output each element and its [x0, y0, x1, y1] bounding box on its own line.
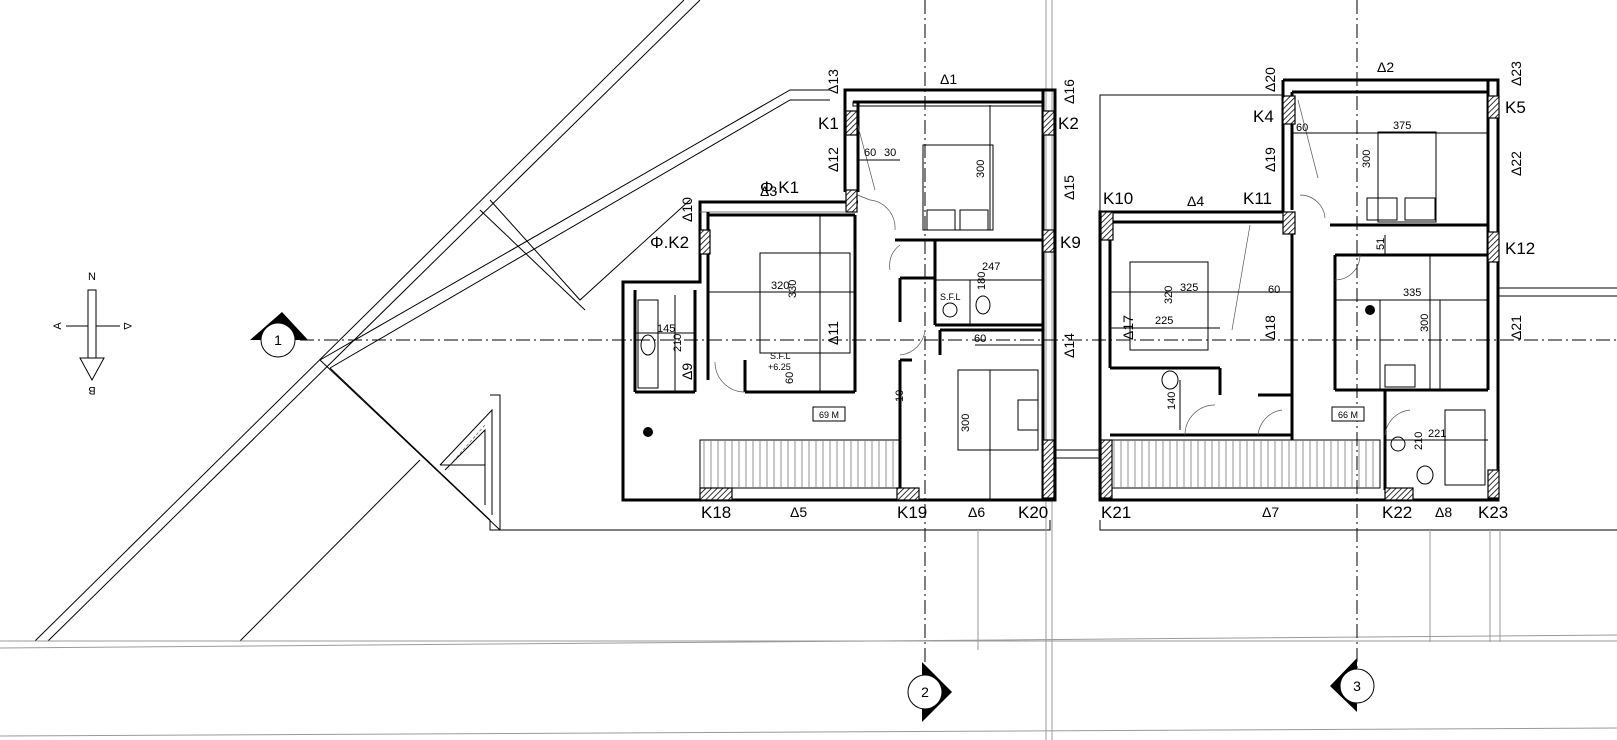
- wall-label-d13: Δ13: [825, 69, 841, 94]
- area-tag-right: 66 M: [1338, 410, 1358, 420]
- area-tag-left: 69 M: [819, 410, 839, 420]
- column-label-k2: K2: [1058, 114, 1079, 133]
- column-label-k10: K10: [1103, 189, 1133, 208]
- wall-label-d16: Δ16: [1061, 79, 1077, 104]
- dimension-text: 60: [784, 372, 796, 384]
- furniture: [637, 99, 1486, 486]
- wall-label-d8: Δ8: [1435, 504, 1452, 520]
- column-label-k4: K4: [1253, 107, 1274, 126]
- wall-label-d5: Δ5: [790, 504, 807, 520]
- dimension-text: 247: [982, 261, 1000, 273]
- wall-label-d4: Δ4: [1187, 193, 1204, 209]
- wall-label-d3: Δ3: [760, 183, 777, 199]
- wall-labels-horizontal: Δ1 Δ2 Δ3 Δ4 Δ5 Δ6 Δ7 Δ8: [760, 59, 1452, 520]
- wall-label-d19: Δ19: [1262, 147, 1278, 172]
- compass-north-label: N: [88, 271, 96, 283]
- wall-label-d22: Δ22: [1508, 151, 1524, 176]
- wall-label-d17: Δ17: [1120, 315, 1136, 340]
- dimension-text: 300: [1361, 150, 1373, 168]
- column-label-k9: K9: [1060, 233, 1081, 252]
- left-unit-walls: [621, 88, 1057, 502]
- dimension-text: 335: [1403, 287, 1421, 299]
- column-label-k5: K5: [1505, 98, 1526, 117]
- dimension-text: 145: [657, 323, 675, 335]
- dimension-text: 60: [864, 147, 876, 159]
- wall-label-d20: Δ20: [1262, 67, 1278, 92]
- column-label-k11: K11: [1243, 189, 1272, 208]
- compass-west-label: A: [52, 322, 64, 330]
- dimension-text: 51: [1375, 238, 1387, 250]
- slab-notes: S.F.L +6.25 S.F.L: [768, 292, 961, 372]
- dimension-text: 10: [894, 390, 906, 402]
- wall-label-d21: Δ21: [1508, 315, 1524, 340]
- dimension-text: 140: [1166, 392, 1178, 410]
- dimension-text: 180: [976, 272, 988, 290]
- wall-label-d7: Δ7: [1262, 504, 1279, 520]
- dimension-text: 330: [787, 280, 799, 298]
- compass-east-label: Δ: [121, 322, 133, 330]
- grid-bubble-3: 3: [1330, 658, 1375, 712]
- column-label-k23: K23: [1478, 503, 1508, 522]
- grid-bubble-1: 1: [250, 312, 308, 358]
- grid-axes: [300, 0, 1617, 690]
- dimension-text: 320: [1163, 286, 1175, 304]
- grid-bubble-2-label: 2: [921, 684, 929, 700]
- dimension-text: 375: [1393, 120, 1411, 132]
- dimension-text: 225: [1155, 315, 1173, 327]
- wall-label-d1: Δ1: [940, 71, 957, 87]
- compass-icon: N Δ A B: [52, 271, 133, 396]
- column-label-k1: K1: [818, 114, 839, 133]
- grid-bubble-3-label: 3: [1353, 678, 1361, 694]
- wall-label-d12: Δ12: [825, 147, 841, 172]
- dimension-text: 60: [974, 333, 986, 345]
- dimension-text: 300: [960, 414, 972, 432]
- column-label-k22: K22: [1382, 503, 1412, 522]
- flue-label-fk2: Φ.K2: [650, 233, 689, 252]
- grid-bubble-1-label: 1: [274, 332, 282, 348]
- column-label-k20: K20: [1018, 503, 1048, 522]
- dimension-lines: [635, 105, 1488, 500]
- dimension-text: 300: [975, 160, 987, 178]
- flue-label-fk1: Φ.K1: [760, 178, 799, 197]
- dimension-text: 210: [672, 334, 684, 352]
- right-unit-walls: [1098, 78, 1500, 502]
- dimension-text: 60: [1296, 122, 1308, 134]
- wall-label-d2: Δ2: [1377, 59, 1394, 75]
- structural-columns: [699, 95, 1500, 501]
- grid-bubble-2: 2: [907, 662, 952, 722]
- dimension-text: 300: [1419, 314, 1431, 332]
- column-label-k21: K21: [1101, 503, 1131, 522]
- wall-label-d10: Δ10: [679, 197, 695, 222]
- slab-level-label: S.F.L: [770, 351, 791, 361]
- column-label-k12: K12: [1505, 239, 1535, 258]
- dimension-text: 221: [1428, 428, 1446, 440]
- slab-level-label-2: S.F.L: [940, 292, 961, 302]
- area-tags: 69 M 66 M: [812, 406, 1365, 422]
- column-label-k18: K18: [701, 503, 731, 522]
- dimension-text: 325: [1180, 282, 1198, 294]
- wall-label-d14: Δ14: [1061, 333, 1077, 358]
- wall-label-d11: Δ11: [825, 321, 841, 345]
- slab-level-value: +6.25: [768, 362, 791, 372]
- column-labels: K1 K2 K4 K5 K9 K10 K11 K12 K18 K19 K20 K…: [650, 98, 1535, 522]
- compass-south-label: B: [88, 384, 95, 396]
- stair-left: [699, 439, 901, 489]
- dimension-text: 60: [1268, 284, 1280, 296]
- wall-label-d23: Δ23: [1508, 61, 1524, 86]
- wall-labels-vertical: Δ9 Δ10 Δ11 Δ12 Δ13 Δ14 Δ15 Δ16 Δ17 Δ18 Δ…: [679, 61, 1524, 380]
- column-label-k19: K19: [897, 503, 927, 522]
- wall-label-d15: Δ15: [1061, 175, 1077, 200]
- wall-label-d6: Δ6: [968, 504, 985, 520]
- dimension-text: 30: [884, 147, 896, 159]
- dimension-texts: 60 30 300 320 330 247 180 145 210 60 60 …: [657, 120, 1446, 450]
- wall-label-d18: Δ18: [1262, 315, 1278, 340]
- stair-right: [1109, 439, 1381, 489]
- wall-label-d9: Δ9: [679, 363, 695, 380]
- dimension-text: 210: [1413, 432, 1425, 450]
- dimension-text: 320: [771, 280, 789, 292]
